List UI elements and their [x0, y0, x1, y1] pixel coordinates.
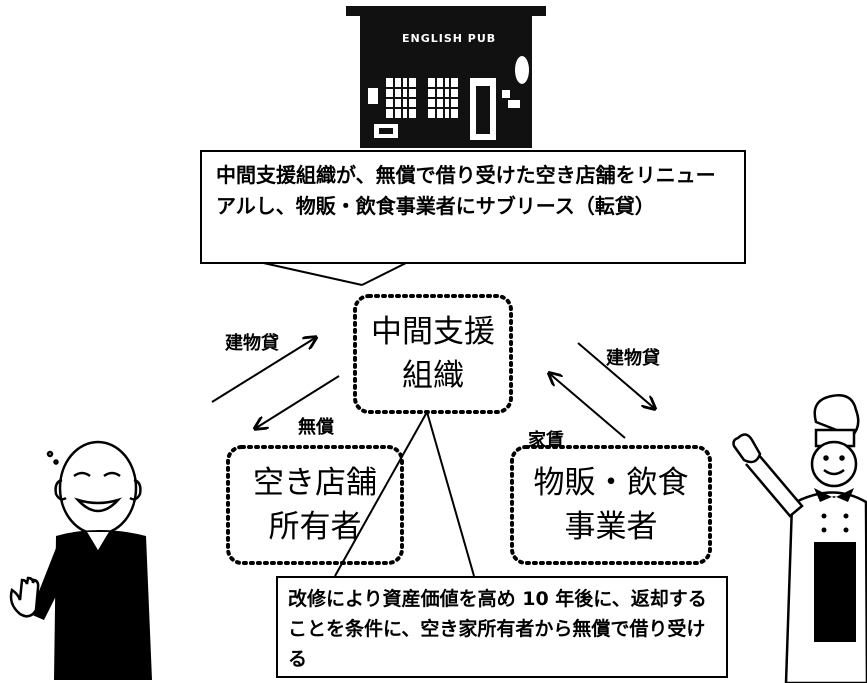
english-pub-building-illustration — [346, 6, 546, 148]
top-callout-tail-left — [258, 261, 363, 286]
arrow-left-up — [211, 338, 315, 403]
bottom-callout-box: 改修により資産価値を高め 10 年後に、返却することを条件に、空き家所有者から無… — [276, 576, 728, 678]
center-node-border — [353, 294, 513, 414]
right-node-border — [510, 445, 712, 565]
edge-label-right-down: 建物貸 — [606, 348, 660, 369]
top-callout-tail-right — [361, 261, 409, 286]
left-node-vacant-store-owner: 空き店舗 所有者 — [228, 447, 402, 563]
left-node-line2: 所有者 — [268, 509, 362, 545]
left-node-border — [226, 445, 404, 565]
center-node-line1: 中間支援 — [371, 314, 495, 350]
top-callout-box: 中間支援組織が、無償で借り受けた空き店舗をリニューアルし、物販・飲食事業者にサブ… — [200, 150, 746, 264]
top-callout-tail-fill — [259, 262, 408, 285]
edge-label-left-up: 建物貸 — [225, 333, 279, 354]
right-node-retail-food-business: 物販・飲食 事業者 — [512, 447, 710, 563]
right-node-line1: 物販・飲食 — [533, 465, 689, 501]
top-callout-text: 中間支援組織が、無償で借り受けた空き店舗をリニューアルし、物販・飲食事業者にサブ… — [216, 163, 716, 218]
owner-old-man-illustration — [9, 440, 152, 680]
arrow-right-down — [577, 342, 654, 408]
bottom-callout-tail-left — [334, 411, 428, 577]
bottom-callout-text: 改修により資産価値を高め 10 年後に、返却することを条件に、空き家所有者から無… — [288, 588, 707, 670]
bottom-callout-tail-right — [426, 411, 475, 577]
edge-label-left-down: 無償 — [298, 417, 334, 438]
pub-sign-text: ENGLISH PUB — [402, 32, 497, 45]
right-node-line2: 事業者 — [564, 509, 658, 545]
left-node-line1: 空き店舗 — [253, 465, 377, 501]
center-node-line2: 組織 — [402, 358, 464, 394]
edge-label-right-up: 家賃 — [528, 430, 564, 451]
center-node-intermediary-org: 中間支援 組織 — [355, 296, 511, 412]
arrow-left-down — [256, 375, 340, 428]
arrow-right-up — [550, 374, 626, 439]
chef-illustration — [732, 394, 867, 683]
